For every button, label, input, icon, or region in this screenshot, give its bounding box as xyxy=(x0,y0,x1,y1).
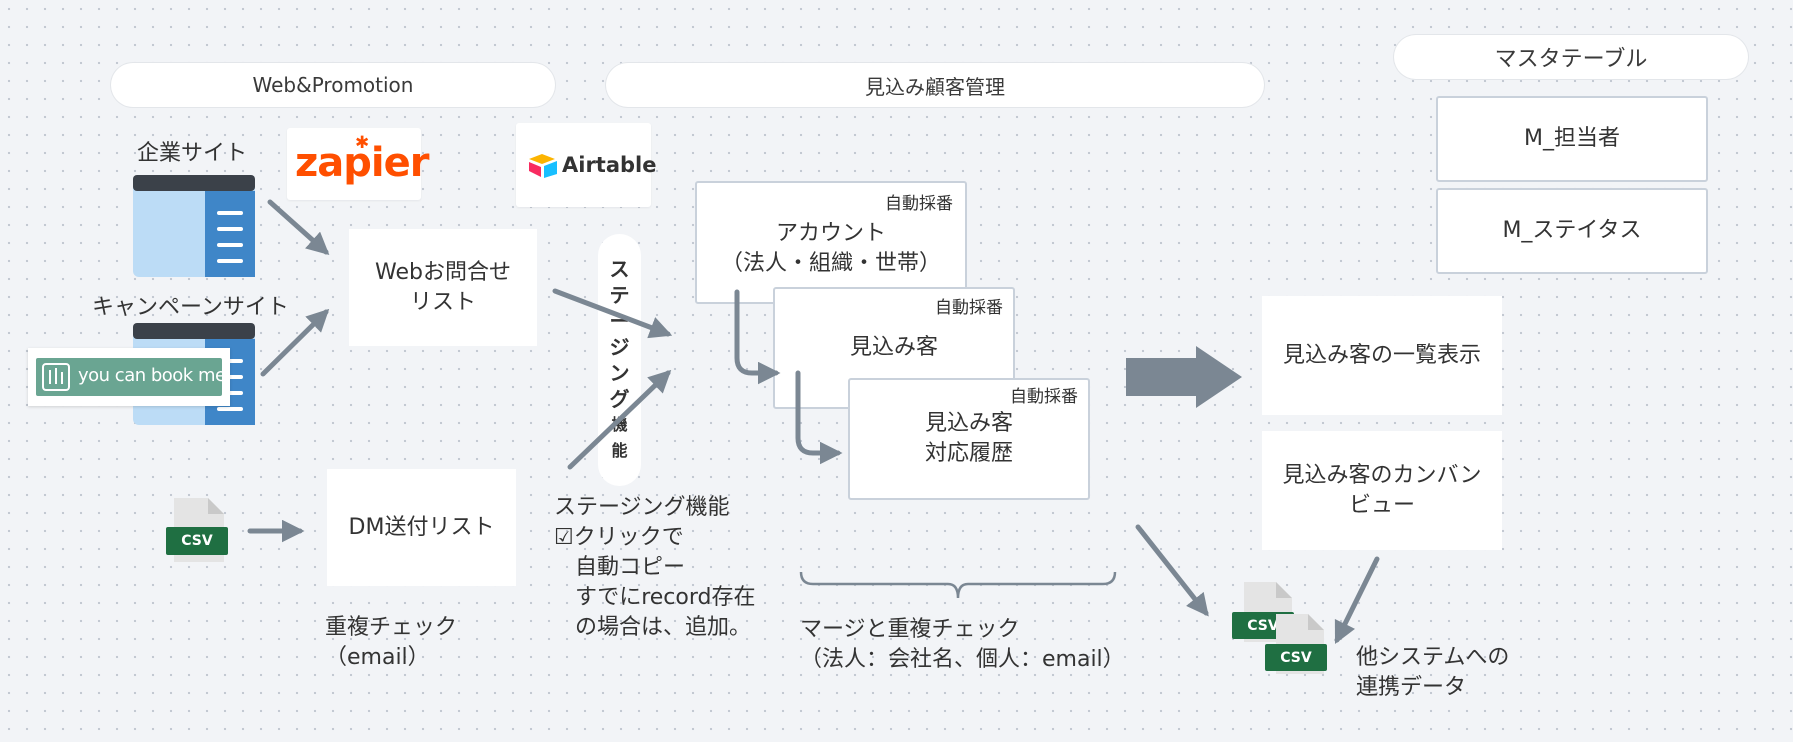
history-auto-number: 自動採番 xyxy=(1010,387,1078,407)
zapier-logo-text: zapier xyxy=(295,140,429,186)
dm-send-list-label: DM送付リスト xyxy=(348,514,495,540)
campaign-site-label: キャンペーンサイト xyxy=(92,295,289,320)
export-note: 他システムへの 連携データ xyxy=(1356,645,1510,700)
arrow-history-to-csv xyxy=(1135,524,1209,617)
airtable-icon xyxy=(528,153,558,179)
arrow-corporate-to-web xyxy=(267,199,330,255)
ycbm-logo-text: you can book me xyxy=(78,365,226,386)
header-master-table: マスタテーブル xyxy=(1394,35,1748,79)
csv-badge-left: CSV xyxy=(166,527,228,555)
header-prospect-management-label: 見込み顧客管理 xyxy=(865,74,1005,99)
big-arrow-to-views xyxy=(1126,346,1242,408)
calendar-icon xyxy=(42,363,70,391)
prospect-list-view: 見込み客の一覧表示 xyxy=(1262,296,1502,415)
arrow-campaign-to-web xyxy=(260,308,330,377)
zapier-star-icon: ✱ xyxy=(355,133,370,153)
header-prospect-management: 見込み顧客管理 xyxy=(606,63,1264,107)
prospect-kanban-view-label: 見込み客のカンバン ビュー xyxy=(1282,462,1482,518)
prospect-history-table-label: 見込み客 対応履歴 xyxy=(924,411,1013,466)
arrow-kanban-to-csv xyxy=(1334,556,1380,645)
header-master-table-label: マスタテーブル xyxy=(1494,47,1648,72)
airtable-logo-text: Airtable xyxy=(562,153,657,177)
arrow-dm-to-staging xyxy=(567,369,672,470)
duplicate-check-note: 重複チェック （email） xyxy=(325,615,458,670)
prospect-auto-number: 自動採番 xyxy=(935,298,1003,318)
master-person-table: M_担当者 xyxy=(1436,96,1708,182)
master-person-label: M_担当者 xyxy=(1524,126,1620,151)
header-web-promotion-label: Web&Promotion xyxy=(252,73,414,97)
web-inquiry-list: Webお問合せ リスト xyxy=(349,229,537,346)
account-auto-number: 自動採番 xyxy=(885,194,953,214)
corporate-site-icon xyxy=(133,175,255,277)
dm-send-list: DM送付リスト xyxy=(327,469,516,586)
csv-badge-right-2: CSV xyxy=(1265,644,1327,671)
staging-note: ステージング機能 ☑クリックで 自動コピー すでにrecord存在 の場合は、追… xyxy=(554,495,756,640)
ycbm-logo: you can book me xyxy=(28,348,230,406)
zapier-logo: zapier ✱ xyxy=(287,128,429,200)
account-table-label: アカウント （法人・組織・世帯） xyxy=(720,220,941,276)
prospect-table-label: 見込み客 xyxy=(849,335,938,360)
master-status-label: M_ステイタス xyxy=(1502,218,1642,243)
arrow-account-to-prospect xyxy=(734,289,781,385)
master-status-table: M_ステイタス xyxy=(1436,188,1708,274)
merge-note: マージと重複チェック （法人：会社名、個人：email） xyxy=(800,617,1125,672)
prospect-kanban-view: 見込み客のカンバン ビュー xyxy=(1262,431,1502,550)
prospect-history-table: 見込み客 対応履歴 xyxy=(848,378,1090,500)
airtable-logo: Airtable xyxy=(516,123,657,207)
prospect-list-view-label: 見込み客の一覧表示 xyxy=(1282,342,1481,368)
arrow-web-to-staging xyxy=(552,288,673,339)
staging-function-pill xyxy=(598,234,641,486)
corporate-site-label: 企業サイト xyxy=(137,141,248,166)
web-inquiry-list-label: Webお問合せ リスト xyxy=(375,259,511,315)
arrow-prospect-to-history xyxy=(795,370,843,465)
merge-brace xyxy=(799,571,1117,599)
header-web-promotion: Web&Promotion xyxy=(111,63,555,107)
